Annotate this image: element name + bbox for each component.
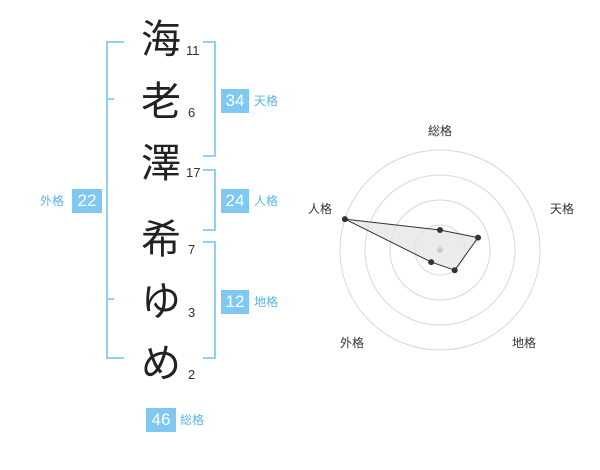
gaikaku-label: 外格 [40,194,65,208]
radar-ring [364,174,516,326]
radar-ring [339,149,541,351]
stroke-count-6: 2 [188,367,196,382]
jinkaku-label: 人格 [254,194,279,208]
radar-label-tenkaku: 天格 [549,202,574,216]
bracket-line [214,41,216,157]
stroke-count-2: 6 [188,105,196,120]
radar-label-gaikaku: 外格 [339,336,364,350]
tenkaku-value: 34 [221,89,249,113]
stroke-count-1: 11 [186,43,200,58]
tenkaku-label: 天格 [254,94,279,108]
bracket-line [106,41,124,43]
bracket-tick [106,98,114,100]
name-char-1: 海 [141,17,181,63]
jinkaku-value: 24 [221,189,249,213]
radar-point-2 [475,234,482,241]
chikaku-label: 地格 [254,295,279,309]
bracket-line [106,41,108,359]
gaikaku-value: 22 [72,189,102,213]
bracket-line [203,241,216,243]
bracket-line [214,241,216,359]
stroke-count-5: 3 [188,305,196,320]
name-char-4: 希 [141,217,181,263]
radar-center [437,247,443,253]
bracket-line [106,357,124,359]
soukaku-label: 総格 [180,413,205,427]
radar-label-jinkaku: 人格 [307,202,332,216]
radar-label-chikaku: 地格 [511,336,536,350]
name-char-3: 澤 [141,141,181,187]
name-char-2: 老 [141,79,181,125]
bracket-tick [106,298,114,300]
radar-point-1 [437,227,443,233]
bracket-line [203,41,216,43]
radar-label-soukaku: 総格 [427,124,452,138]
stroke-count-3: 17 [186,165,201,180]
chikaku-value: 12 [221,290,249,314]
radar-point-4 [428,259,435,266]
name-char-5: ゆ [141,279,181,325]
radar-chart [339,149,541,351]
stroke-count-4: 7 [188,242,196,257]
bracket-line [203,357,216,359]
soukaku-value: 46 [146,408,176,432]
bracket-line [203,169,216,171]
radar-point-3 [451,267,458,274]
radar-ring [389,199,491,301]
name-char-6: め [141,341,181,387]
radar-polygon [344,218,479,271]
radar-point-5 [341,216,348,223]
bracket-line [203,229,216,231]
bracket-line [214,169,216,231]
bracket-line [203,155,216,157]
